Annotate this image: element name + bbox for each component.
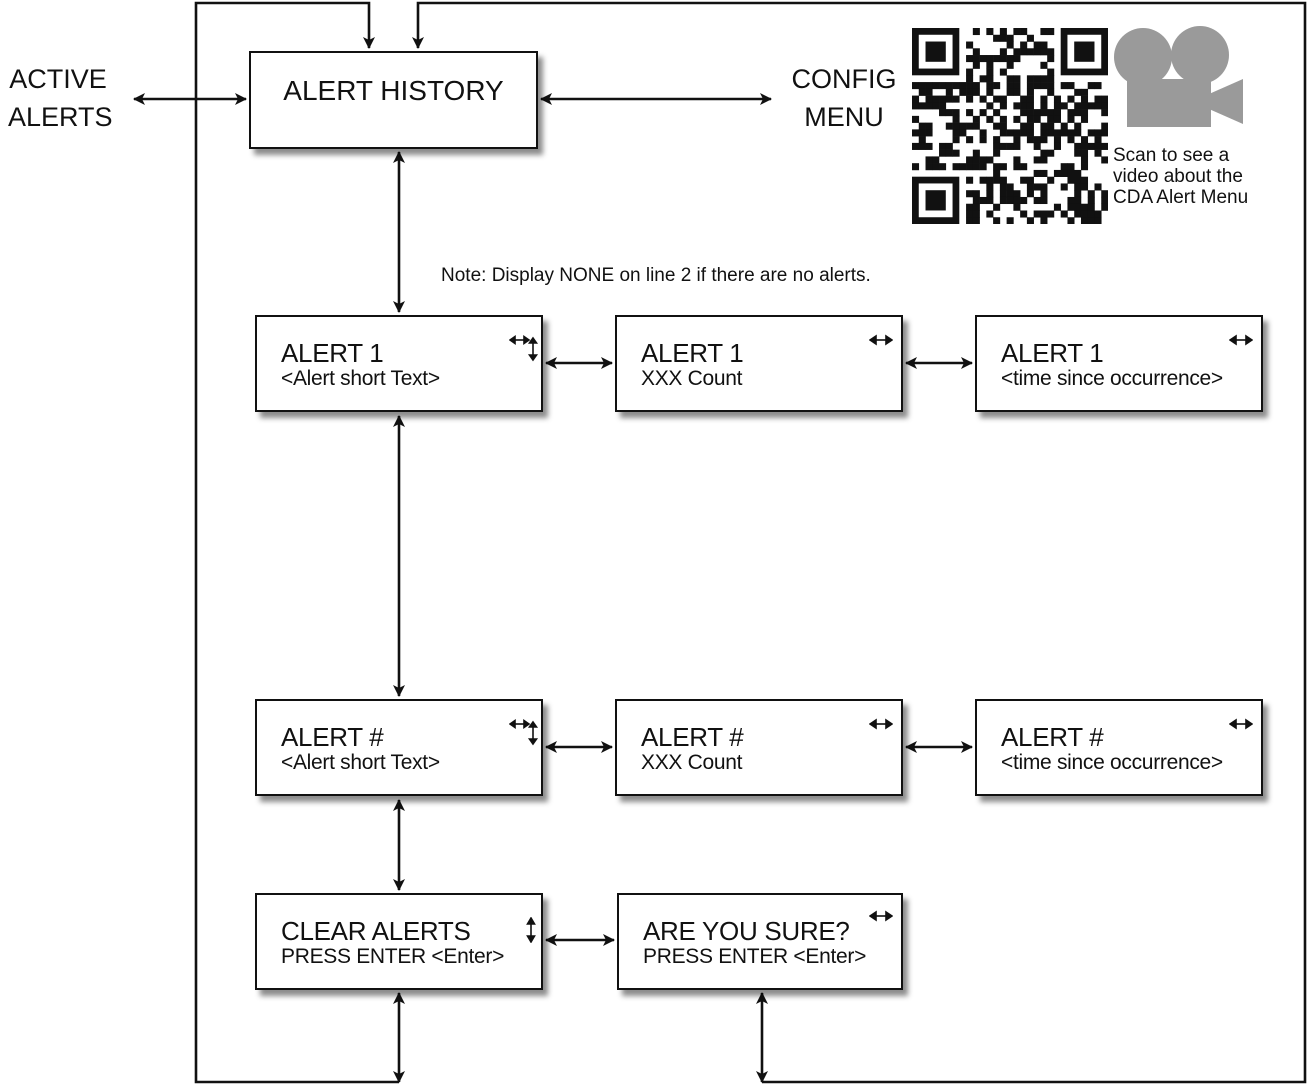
- alert1-text-box[interactable]: ALERT 1 <Alert short Text>: [255, 315, 543, 412]
- left-right-arrow-icon: [869, 910, 893, 922]
- config-menu-label: CONFIG MENU: [788, 60, 900, 136]
- left-right-arrow-icon: [869, 718, 893, 730]
- left-right-up-down-arrow-icon: [509, 718, 539, 746]
- scan-caption-line3: CDA Alert Menu: [1113, 187, 1249, 208]
- clear-alerts-box[interactable]: CLEAR ALERTS PRESS ENTER <Enter>: [255, 893, 543, 990]
- alertn-count-line1: ALERT #: [641, 722, 744, 752]
- alert-history-title: ALERT HISTORY: [283, 75, 504, 106]
- alertn-text-line1: ALERT #: [281, 722, 384, 752]
- are-you-sure-line1: ARE YOU SURE?: [643, 916, 850, 946]
- alertn-time-box[interactable]: ALERT # <time since occurrence>: [975, 699, 1263, 796]
- scan-caption: Scan to see a video about the CDA Alert …: [1113, 145, 1248, 208]
- alert1-time-box[interactable]: ALERT 1 <time since occurrence>: [975, 315, 1263, 412]
- alert1-text-line1: ALERT 1: [281, 338, 384, 368]
- alert1-time-line1: ALERT 1: [1001, 338, 1104, 368]
- return-loop-frame: [412, 1, 1307, 1084]
- left-right-arrow-icon: [869, 334, 893, 346]
- alert1-time-line2: <time since occurrence>: [1001, 367, 1223, 390]
- active-alerts-label-line2: ALERTS: [8, 102, 113, 132]
- qr-code-icon: [912, 28, 1109, 225]
- note-text: Note: Display NONE on line 2 if there ar…: [441, 265, 871, 286]
- config-menu-label-line2: MENU: [804, 102, 884, 132]
- scan-caption-line1: Scan to see a: [1113, 145, 1230, 166]
- alertn-text-box[interactable]: ALERT # <Alert short Text>: [255, 699, 543, 796]
- alertn-time-line2: <time since occurrence>: [1001, 751, 1223, 774]
- scan-caption-line2: video about the: [1113, 166, 1243, 187]
- config-menu-label-line1: CONFIG: [791, 64, 897, 94]
- alertn-time-line1: ALERT #: [1001, 722, 1104, 752]
- clear-alerts-line1: CLEAR ALERTS: [281, 916, 471, 946]
- left-right-up-down-arrow-icon: [509, 334, 539, 362]
- up-down-arrow-icon: [526, 917, 536, 943]
- are-you-sure-line2: PRESS ENTER <Enter>: [643, 945, 867, 968]
- alertn-text-line2: <Alert short Text>: [281, 751, 440, 774]
- alert1-text-line2: <Alert short Text>: [281, 367, 440, 390]
- alert1-count-box[interactable]: ALERT 1 XXX Count: [615, 315, 903, 412]
- active-alerts-label-line1: ACTIVE: [9, 64, 107, 94]
- active-alerts-label: ACTIVE ALERTS: [8, 60, 113, 136]
- alert1-count-line1: ALERT 1: [641, 338, 744, 368]
- alertn-count-line2: XXX Count: [641, 751, 743, 774]
- alert-history-box[interactable]: ALERT HISTORY: [249, 51, 538, 149]
- left-right-arrow-icon: [1229, 334, 1253, 346]
- outer-loop-frame: [194, 1, 399, 1084]
- are-you-sure-box[interactable]: ARE YOU SURE? PRESS ENTER <Enter>: [617, 893, 903, 990]
- alertn-count-box[interactable]: ALERT # XXX Count: [615, 699, 903, 796]
- left-right-arrow-icon: [1229, 718, 1253, 730]
- alert1-count-line2: XXX Count: [641, 367, 743, 390]
- video-camera-icon: [1112, 24, 1248, 134]
- clear-alerts-line2: PRESS ENTER <Enter>: [281, 945, 505, 968]
